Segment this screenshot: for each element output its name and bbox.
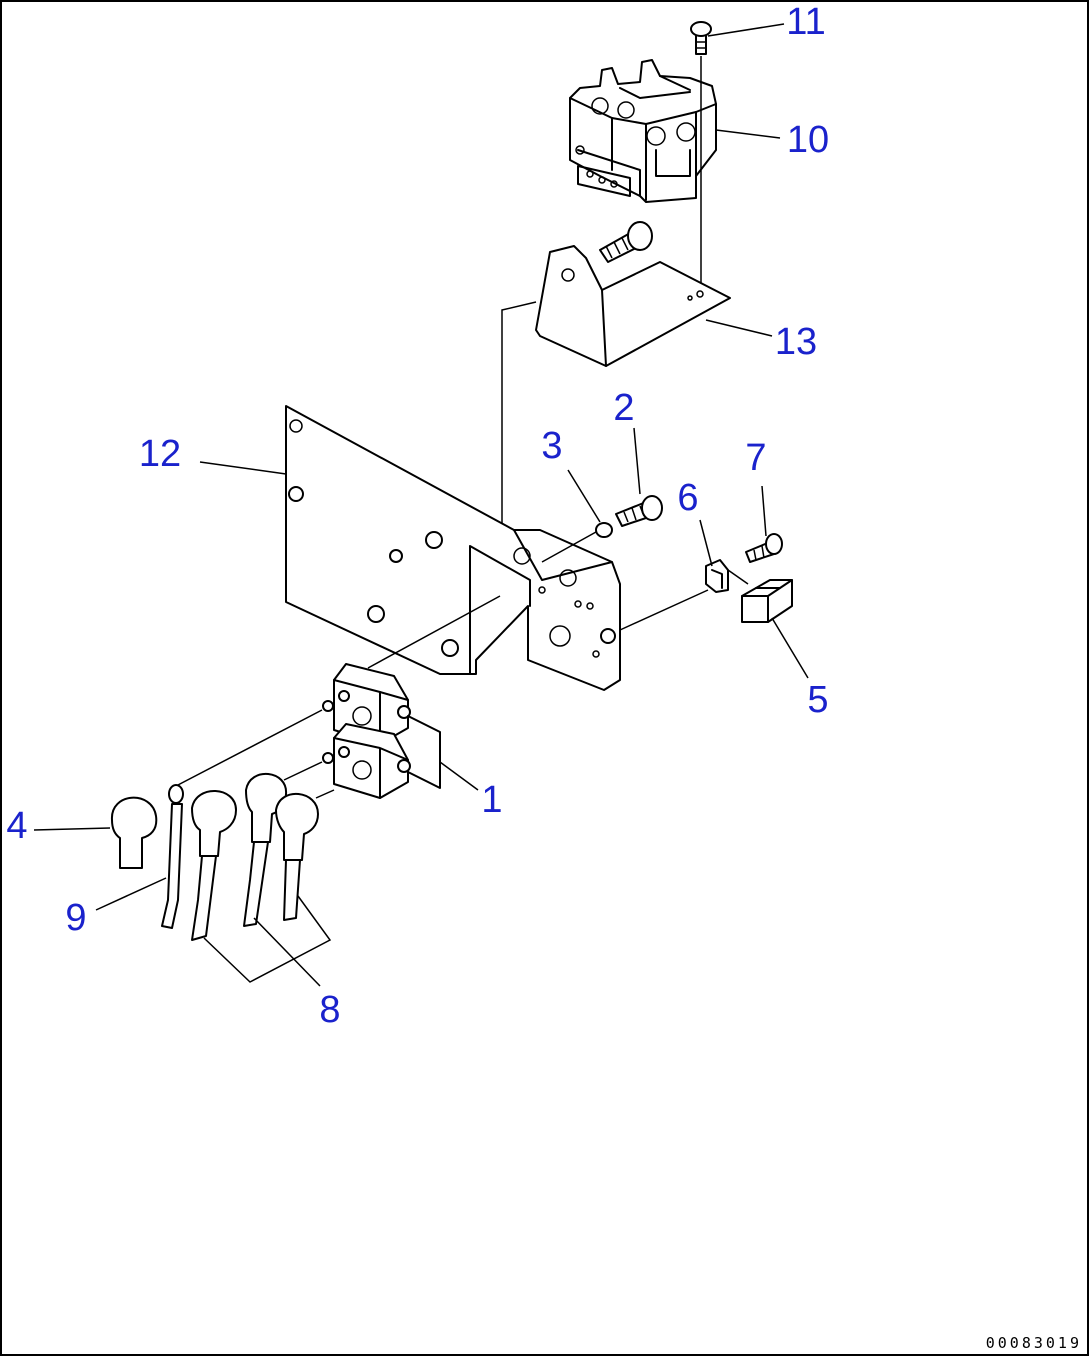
leader-8 xyxy=(203,895,332,987)
leader-12 xyxy=(199,461,287,475)
leader-4 xyxy=(33,827,111,831)
leader-5 xyxy=(771,617,809,679)
callout-12: 12 xyxy=(139,433,181,475)
leader-lines xyxy=(33,23,809,987)
leader-2 xyxy=(633,427,641,495)
assembly-line-1-12 xyxy=(367,595,501,669)
callout-11: 11 xyxy=(786,1,825,43)
part-7-screw xyxy=(745,533,783,563)
callout-7: 7 xyxy=(745,437,766,479)
part-9-ring-wire xyxy=(161,784,184,929)
part-12-mounting-plate xyxy=(285,405,621,691)
assembly-line-6 xyxy=(619,589,709,631)
part-5-relay xyxy=(741,579,793,623)
part-13-bolt xyxy=(599,221,653,263)
assembly-line-8b xyxy=(315,789,335,799)
leader-7 xyxy=(761,485,767,537)
assembly-line-9 xyxy=(175,709,323,787)
callout-1: 1 xyxy=(481,779,502,821)
assembly-line-5 xyxy=(727,569,749,585)
leader-10 xyxy=(715,129,781,139)
part-10-terminal-block xyxy=(569,59,717,203)
leader-6 xyxy=(699,519,713,567)
assembly-line-13-12 xyxy=(501,301,537,532)
part-13-bracket xyxy=(535,245,731,367)
callout-3: 3 xyxy=(541,425,562,467)
part-6-clip xyxy=(705,559,729,593)
callout-13: 13 xyxy=(775,321,817,363)
part-11-screw xyxy=(690,21,712,55)
part-8-wire-boots xyxy=(191,773,319,941)
part-1-circuit-breakers xyxy=(322,663,441,799)
document-id: 00083019 xyxy=(986,1334,1082,1352)
part-3-washer xyxy=(595,522,613,538)
callout-8: 8 xyxy=(319,989,340,1031)
leader-3 xyxy=(567,469,601,523)
leader-1 xyxy=(439,761,479,791)
part-2-bolt xyxy=(615,495,663,527)
callout-6: 6 xyxy=(677,477,698,519)
callout-5: 5 xyxy=(807,679,828,721)
leader-9 xyxy=(95,877,167,911)
callout-9: 9 xyxy=(65,897,86,939)
assembly-line-8a xyxy=(283,761,323,781)
callout-10: 10 xyxy=(787,119,829,161)
part-4-cap xyxy=(110,796,158,869)
leader-11 xyxy=(707,23,785,37)
callout-4: 4 xyxy=(6,805,27,847)
assembly-line-3 xyxy=(541,531,597,563)
callout-2: 2 xyxy=(613,387,634,429)
leader-13 xyxy=(705,319,773,337)
